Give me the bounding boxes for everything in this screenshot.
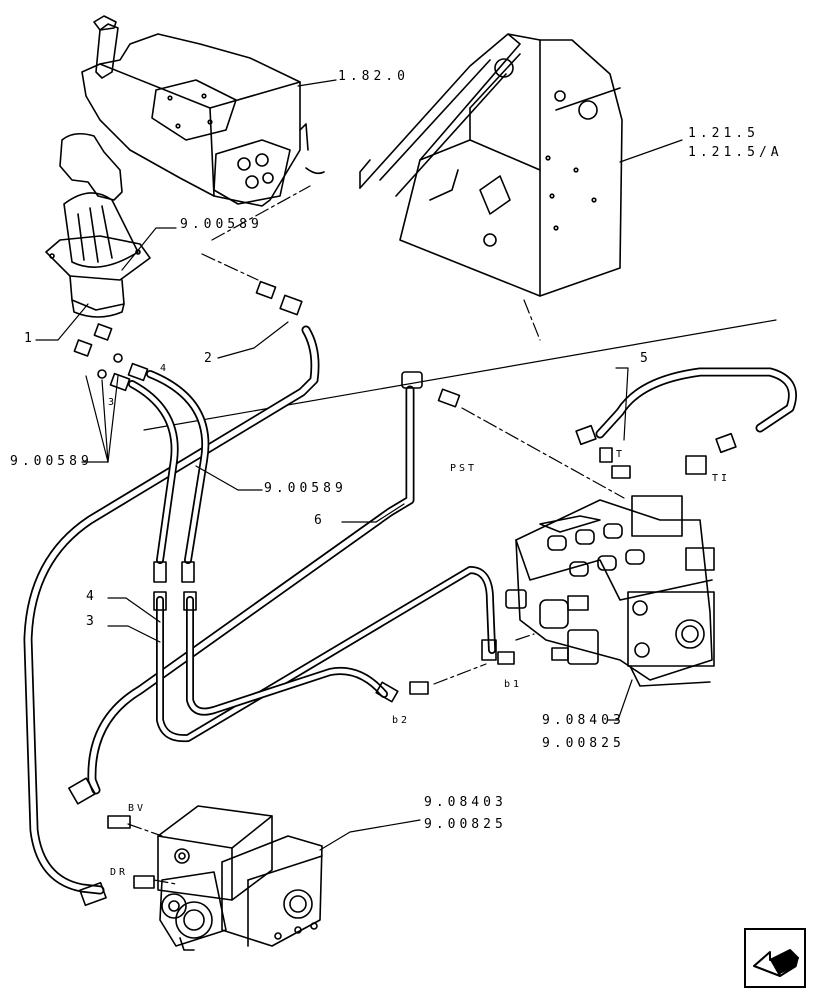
section-divider — [143, 319, 777, 431]
label-valve-ref-1: 9.08403 — [542, 713, 625, 728]
label-item-4: 4 — [86, 589, 98, 604]
label-joystick-ref: 1.82.0 — [338, 69, 409, 84]
arrow-back-icon — [753, 949, 799, 978]
label-port-dr: DR — [110, 867, 129, 878]
label-lower-fitting-ref: 9.00589 — [10, 454, 93, 469]
cab-frame — [359, 33, 623, 297]
hose-6 — [87, 385, 415, 795]
label-port-pst: PST — [450, 463, 478, 474]
fittings — [68, 280, 737, 907]
label-port-t: T — [616, 449, 626, 460]
label-valve-ref-2: 9.00825 — [542, 736, 625, 751]
label-item-3-top: 3 — [108, 397, 118, 408]
label-mid-fitting-ref: 9.00589 — [264, 481, 347, 496]
label-item-5: 5 — [640, 351, 652, 366]
label-pump-ref-2: 9.00825 — [424, 817, 507, 832]
label-port-bv: BV — [128, 803, 147, 814]
label-item-4-top: 4 — [160, 363, 170, 374]
label-cab-ref-1: 1.21.5 — [688, 126, 759, 141]
label-pump-ref-1: 9.08403 — [424, 795, 507, 810]
label-item-6: 6 — [314, 513, 326, 528]
hose-3 — [128, 380, 496, 743]
back-button[interactable] — [744, 928, 806, 988]
leader-lines — [35, 79, 683, 851]
label-cab-ref-2: 1.21.5/A — [688, 145, 783, 160]
hose-4 — [146, 370, 388, 716]
label-item-3: 3 — [86, 614, 98, 629]
joystick-handle — [45, 132, 151, 318]
label-item-1: 1 — [24, 331, 36, 346]
label-port-b1: b1 — [504, 679, 523, 690]
control-valve — [505, 495, 715, 687]
label-item-2: 2 — [204, 351, 216, 366]
label-port-b2: b2 — [392, 715, 411, 726]
dashed-guides — [127, 185, 625, 885]
label-joystick-fitting-ref: 9.00589 — [180, 217, 263, 232]
hose-5 — [595, 367, 797, 439]
hose-2 — [23, 325, 320, 895]
pump-block — [157, 805, 323, 951]
label-port-ti: TI — [712, 473, 731, 484]
joystick-console — [81, 15, 325, 207]
